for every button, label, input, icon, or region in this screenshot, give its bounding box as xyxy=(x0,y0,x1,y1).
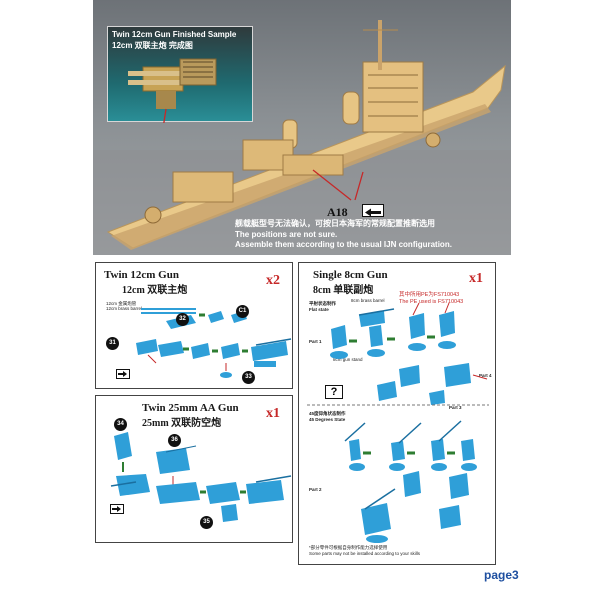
part-badge-32: 32 xyxy=(176,313,189,326)
note-en-2: Assemble them according to the usual IJN… xyxy=(235,240,452,249)
part-label-3: Part 3 xyxy=(449,405,462,410)
flat-state-cn: 平射状态制作 xyxy=(309,301,336,306)
panel3-title-cn: 8cm 单联副炮 xyxy=(313,285,374,296)
placement-note: 舰载艇型号无法确认，可按日本海军的常规配置推断选用 The positions … xyxy=(235,219,452,251)
panel1-multiplier: x2 xyxy=(266,273,280,288)
panel2-assembly-diagram xyxy=(110,432,292,522)
panel2-multiplier: x1 xyxy=(266,406,280,421)
part-badge-31: 31 xyxy=(106,337,119,350)
finished-sample-inset: Twin 12cm Gun Finished Sample 12cm 双联主炮 … xyxy=(107,26,253,214)
brass-barrel-label-en: 12cm brass barrel xyxy=(106,306,143,311)
brass-barrel-label: 8cm brass barrel xyxy=(351,298,385,303)
deg45-cn: 45度仰角状态制作 xyxy=(309,411,346,416)
panel2-title-cn: 25mm 双联防空炮 xyxy=(142,418,222,429)
part-badge-34: 34 xyxy=(114,418,127,431)
part-label-a18: A18 xyxy=(327,205,348,219)
ship-model-drawing xyxy=(93,20,511,255)
pe-note-cn: 其中所用PE为FS710043 xyxy=(399,292,460,298)
panel1-title-cn: 12cm 双联主炮 xyxy=(122,285,188,296)
footer-note-en: Some parts may not be installed accordin… xyxy=(309,551,421,556)
arrow-right-icon xyxy=(112,506,121,512)
flat-state-en: Flat state xyxy=(309,307,329,312)
part-label-2: Part 2 xyxy=(309,487,322,492)
footer-note-cn: *部分零件可根据自身制作能力选择使用 xyxy=(309,545,388,550)
page-number: page3 xyxy=(484,568,519,582)
panel2-title-en: Twin 25mm AA Gun xyxy=(142,402,239,414)
part-badge-36: 36 xyxy=(168,434,181,447)
a18-direction-box xyxy=(362,204,384,217)
note-cn: 舰载艇型号无法确认，可按日本海军的常规配置推断选用 xyxy=(235,219,435,228)
panel-twin-12cm-gun: Twin 12cm Gun 12cm 双联主炮 x2 12cm 金属炮管 12c… xyxy=(95,262,293,389)
inset-title-cn: 12cm 双联主炮 完成图 xyxy=(112,41,193,50)
panel-twin-25mm-aa-gun: Twin 25mm AA Gun 25mm 双联防空炮 x1 34 36 35 xyxy=(95,395,293,543)
part-label-4: Part 4 xyxy=(479,373,492,378)
panel1-assembly-diagram xyxy=(136,308,292,378)
part-badge-35: 35 xyxy=(200,516,213,529)
arrow-left-icon xyxy=(365,208,381,217)
panel3-assembly-diagram xyxy=(307,302,489,543)
gun-stand-label: 8cm gun stand xyxy=(333,357,363,362)
panel-single-8cm-gun: Single 8cm Gun 8cm 单联副炮 x1 平射状态制作 Flat s… xyxy=(298,262,496,565)
part-label-1: Part 1 xyxy=(309,339,322,344)
inset-title-en: Twin 12cm Gun Finished Sample xyxy=(112,30,237,39)
question-box: ? xyxy=(325,385,343,399)
panel1-title-en: Twin 12cm Gun xyxy=(104,269,179,281)
arrow-right-icon xyxy=(118,371,127,377)
part-badge-33: 33 xyxy=(242,371,255,384)
part-badge-c1: C1 xyxy=(236,305,249,318)
hint-box-2 xyxy=(110,504,124,514)
panel3-title-en: Single 8cm Gun xyxy=(313,269,388,281)
panel3-multiplier: x1 xyxy=(469,271,483,286)
ship-photo: Twin 12cm Gun Finished Sample 12cm 双联主炮 … xyxy=(93,0,511,255)
pe-note-en: The PE used is FS710043 xyxy=(399,299,464,305)
note-en-1: The positions are not sure. xyxy=(235,229,338,239)
hint-box-1 xyxy=(116,369,130,379)
brass-barrel-label-cn: 12cm 金属炮管 xyxy=(106,301,137,306)
deg45-en: 45 Degrees State xyxy=(309,417,346,422)
